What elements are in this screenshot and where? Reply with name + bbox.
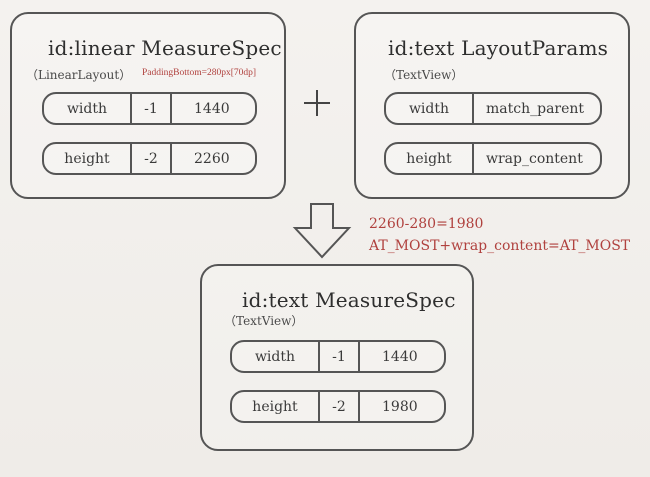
card-subtitle: （TextView） [224,314,304,328]
linear-measurespec-card: id:linear MeasureSpec （LinearLayout） Pad… [10,12,286,199]
measure-row-width: width -1 1440 [42,92,257,125]
layoutparams-row-height: height wrap_content [384,142,602,175]
row-mode: -2 [318,392,358,421]
row-value: match_parent [472,94,600,123]
text-measurespec-card: id:text MeasureSpec （TextView） width -1 … [200,264,474,451]
measure-row-height: height -2 2260 [42,142,257,175]
calc-size-note: 2260-280=1980 [369,216,484,232]
row-mode: -1 [318,342,358,371]
row-mode: -2 [130,144,170,173]
card-title: id:linear MeasureSpec [48,36,282,60]
card-subtitle: （LinearLayout） [26,68,132,82]
row-mode: -1 [130,94,170,123]
row-label: width [254,348,296,365]
down-arrow-icon [292,203,352,259]
measure-row-width: width -1 1440 [230,340,446,373]
row-size: 1980 [358,392,444,421]
row-label: width [408,100,450,117]
padding-note: PaddingBottom=280px[70dp] [142,68,257,78]
calc-mode-note: AT_MOST+wrap_content=AT_MOST [369,238,631,254]
row-label: height [406,150,452,167]
row-label: height [252,398,298,415]
row-label: width [66,100,108,117]
card-title: id:text LayoutParams [388,36,609,60]
row-label: height [64,150,110,167]
row-size: 2260 [170,144,255,173]
plus-icon [304,90,330,116]
layoutparams-row-width: width match_parent [384,92,602,125]
row-size: 1440 [358,342,444,371]
measure-row-height: height -2 1980 [230,390,446,423]
row-value: wrap_content [472,144,600,173]
card-title: id:text MeasureSpec [242,288,456,312]
row-size: 1440 [170,94,255,123]
card-subtitle: （TextView） [384,68,464,82]
text-layoutparams-card: id:text LayoutParams （TextView） width ma… [354,12,630,199]
